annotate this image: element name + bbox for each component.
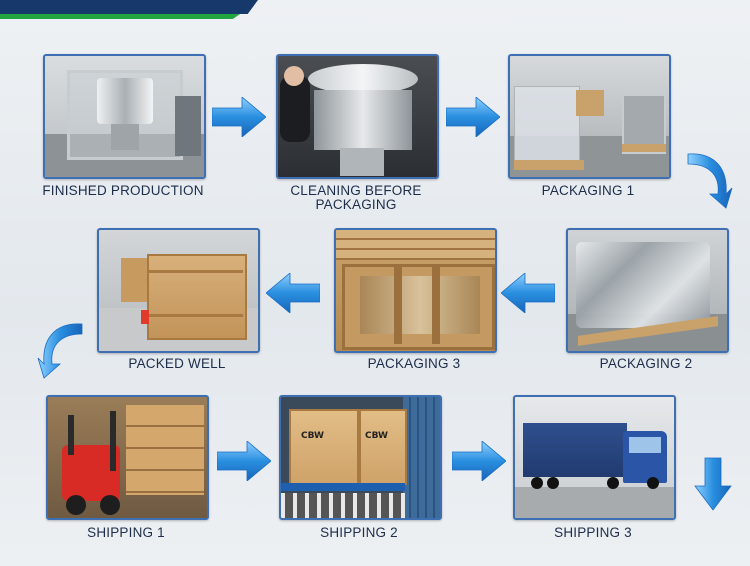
step-label: SHIPPING 1 bbox=[87, 525, 165, 540]
banner-green-stripe bbox=[0, 14, 240, 19]
photo-packaging-2 bbox=[566, 228, 729, 353]
arrow-down-icon bbox=[694, 457, 732, 511]
arrow-right-icon bbox=[446, 97, 500, 137]
arrow-left-icon bbox=[501, 273, 555, 313]
arrow-left-icon bbox=[266, 273, 320, 313]
photo-shipping-2: CBW CBW bbox=[279, 395, 442, 520]
arrow-right-icon bbox=[212, 97, 266, 137]
photo-packaging-3 bbox=[334, 228, 497, 353]
photo-packed-well bbox=[97, 228, 260, 353]
photo-shipping-3 bbox=[513, 395, 676, 520]
step-label: CLEANING BEFORE PACKAGING bbox=[290, 183, 422, 212]
step-label: PACKAGING 1 bbox=[541, 183, 635, 198]
top-banner bbox=[0, 0, 750, 22]
step-label: FINISHED PRODUCTION bbox=[42, 183, 204, 198]
step-label: PACKAGING 2 bbox=[599, 356, 693, 371]
arrow-right-icon bbox=[452, 441, 506, 481]
crate-mark: CBW bbox=[301, 431, 324, 441]
photo-shipping-1 bbox=[46, 395, 209, 520]
step-label: PACKAGING 3 bbox=[367, 356, 461, 371]
curved-arrow-down-icon bbox=[687, 153, 733, 209]
step-label: PACKED WELL bbox=[128, 356, 226, 371]
step-label: SHIPPING 3 bbox=[554, 525, 632, 540]
arrow-right-icon bbox=[217, 441, 271, 481]
photo-packaging-1 bbox=[508, 54, 671, 179]
photo-cleaning-before-packaging bbox=[276, 54, 439, 179]
photo-finished-production bbox=[43, 54, 206, 179]
crate-mark: CBW bbox=[365, 431, 388, 441]
curved-arrow-down-icon bbox=[37, 323, 83, 379]
step-label: SHIPPING 2 bbox=[320, 525, 398, 540]
banner-navy-stripe bbox=[0, 0, 258, 14]
